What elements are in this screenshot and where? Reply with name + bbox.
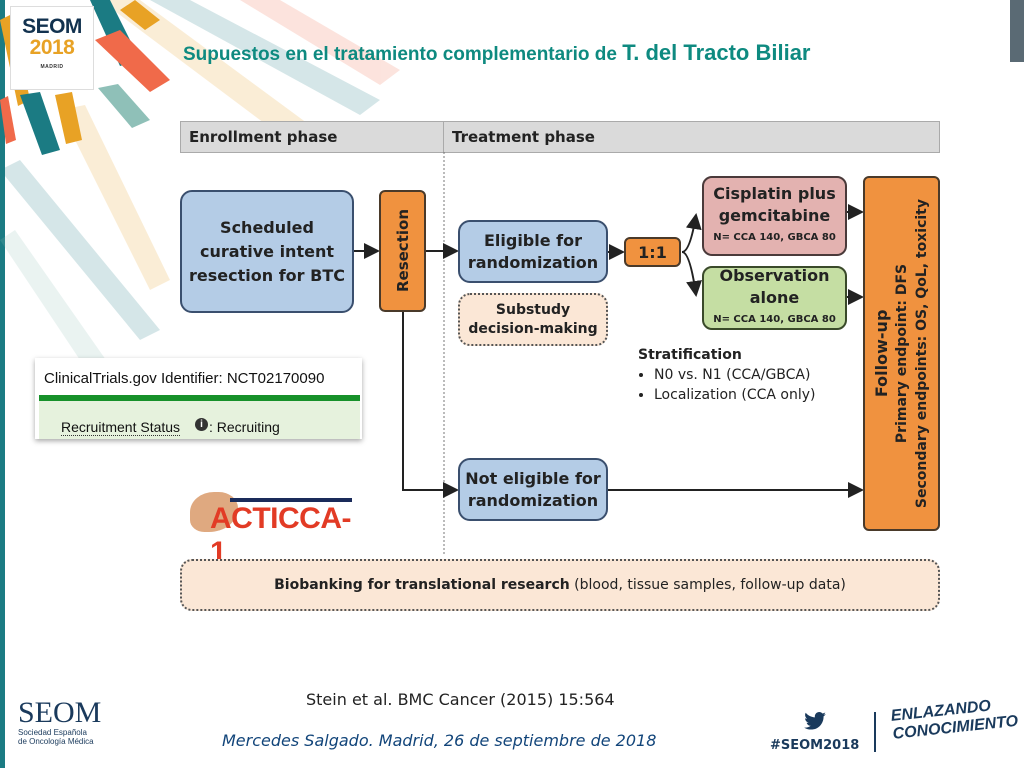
arm1-title: Cisplatin plus gemcitabine bbox=[713, 184, 836, 225]
enrollment-phase-header: Enrollment phase bbox=[180, 121, 444, 153]
arm1-node: Cisplatin plus gemcitabine N= CCA 140, G… bbox=[702, 176, 847, 256]
not-eligible-node: Not eligible for randomization bbox=[458, 458, 608, 521]
logo-line2: 2018 bbox=[29, 36, 75, 59]
slide-title: Supuestos en el tratamiento complementar… bbox=[183, 40, 1003, 66]
top-right-bar bbox=[1010, 0, 1024, 62]
biobanking-node: Biobanking for translational research (b… bbox=[180, 559, 940, 611]
stratification-list: N0 vs. N1 (CCA/GBCA) Localization (CCA o… bbox=[638, 365, 816, 405]
substudy-node: Substudy decision-making bbox=[458, 293, 608, 346]
recruitment-status-label[interactable]: Recruitment Status bbox=[61, 419, 181, 436]
acticca-logo-line bbox=[230, 498, 352, 502]
seom-footer-wordmark: SEOM bbox=[18, 696, 102, 729]
clinicaltrials-green-bar bbox=[39, 395, 360, 401]
seom-footer-sub1: Sociedad Española bbox=[18, 728, 87, 737]
followup-title: Follow-up bbox=[871, 309, 891, 398]
ratio-label: 1:1 bbox=[638, 242, 667, 262]
stratification-item: Localization (CCA only) bbox=[654, 385, 816, 405]
not-eligible-label: Not eligible for randomization bbox=[465, 468, 601, 510]
logo-city: MADRID bbox=[40, 64, 64, 70]
left-edge-stripe bbox=[0, 0, 5, 768]
arm2-node: Observation alone N= CCA 140, GBCA 80 bbox=[702, 266, 847, 330]
treatment-phase-header: Treatment phase bbox=[443, 121, 940, 153]
stratification-title: Stratification bbox=[638, 347, 742, 363]
stratification-block: Stratification N0 vs. N1 (CCA/GBCA) Loca… bbox=[638, 345, 816, 405]
arm2-n: N= CCA 140, GBCA 80 bbox=[713, 314, 836, 325]
followup-primary: Primary endpoint: DFS bbox=[893, 263, 910, 444]
biobanking-bold: Biobanking for translational research bbox=[274, 577, 570, 593]
footer-separator bbox=[874, 712, 876, 752]
scheduled-resection-node: Scheduled curative intent resection for … bbox=[180, 190, 354, 313]
seom2018-logo: SEOM 2018 MADRID bbox=[10, 6, 94, 90]
seom-footer-logo: SEOM Sociedad Española de Oncología Médi… bbox=[18, 696, 108, 747]
arm1-n: N= CCA 140, GBCA 80 bbox=[713, 232, 836, 243]
arrow-to-not-eligible bbox=[402, 312, 459, 498]
info-icon[interactable]: i bbox=[195, 418, 208, 431]
eligible-label: Eligible for randomization bbox=[467, 230, 599, 272]
title-prefix: Supuestos en el tratamiento complementar… bbox=[183, 44, 617, 65]
hashtag: #SEOM2018 bbox=[770, 738, 860, 753]
eligible-node: Eligible for randomization bbox=[458, 220, 608, 283]
ratio-node: 1:1 bbox=[624, 237, 681, 267]
citation: Stein et al. BMC Cancer (2015) 15:564 bbox=[306, 690, 615, 709]
presenter-line: Mercedes Salgado. Madrid, 26 de septiemb… bbox=[222, 731, 657, 750]
resection-label: Resection bbox=[393, 209, 412, 293]
logo-line1: SEOM bbox=[22, 15, 82, 38]
clinicaltrials-identifier: ClinicalTrials.gov Identifier: NCT021700… bbox=[44, 370, 325, 387]
recruitment-status-row: Recruitment Status i : Recruiting bbox=[39, 401, 360, 439]
arm2-title: Observation alone bbox=[719, 266, 830, 307]
followup-node: Follow-up Primary endpoint: DFS Secondar… bbox=[863, 176, 940, 531]
acticca-logo: ACTICCA-1 bbox=[190, 492, 360, 569]
recruitment-status-value: : Recruiting bbox=[209, 419, 280, 435]
resection-node: Resection bbox=[379, 190, 426, 312]
arrow-to-arm2 bbox=[681, 251, 702, 297]
logo-ribbons bbox=[0, 0, 170, 155]
substudy-label: Substudy decision-making bbox=[468, 301, 598, 337]
scheduled-resection-label: Scheduled curative intent resection for … bbox=[189, 217, 345, 285]
stratification-item: N0 vs. N1 (CCA/GBCA) bbox=[654, 365, 816, 385]
followup-text-group: Follow-up Primary endpoint: DFS Secondar… bbox=[872, 199, 932, 508]
faded-ribbons bbox=[0, 0, 400, 390]
clinicaltrials-card: ClinicalTrials.gov Identifier: NCT021700… bbox=[35, 358, 362, 439]
seom-footer-sub2: de Oncología Médica bbox=[18, 737, 94, 746]
arrow-to-arm1 bbox=[681, 213, 702, 253]
biobanking-rest: (blood, tissue samples, follow-up data) bbox=[569, 577, 846, 593]
twitter-icon bbox=[804, 712, 826, 730]
title-emphasis: T. del Tracto Biliar bbox=[622, 40, 811, 65]
followup-secondary: Secondary endpoints: OS, QoL, toxicity bbox=[913, 198, 930, 509]
